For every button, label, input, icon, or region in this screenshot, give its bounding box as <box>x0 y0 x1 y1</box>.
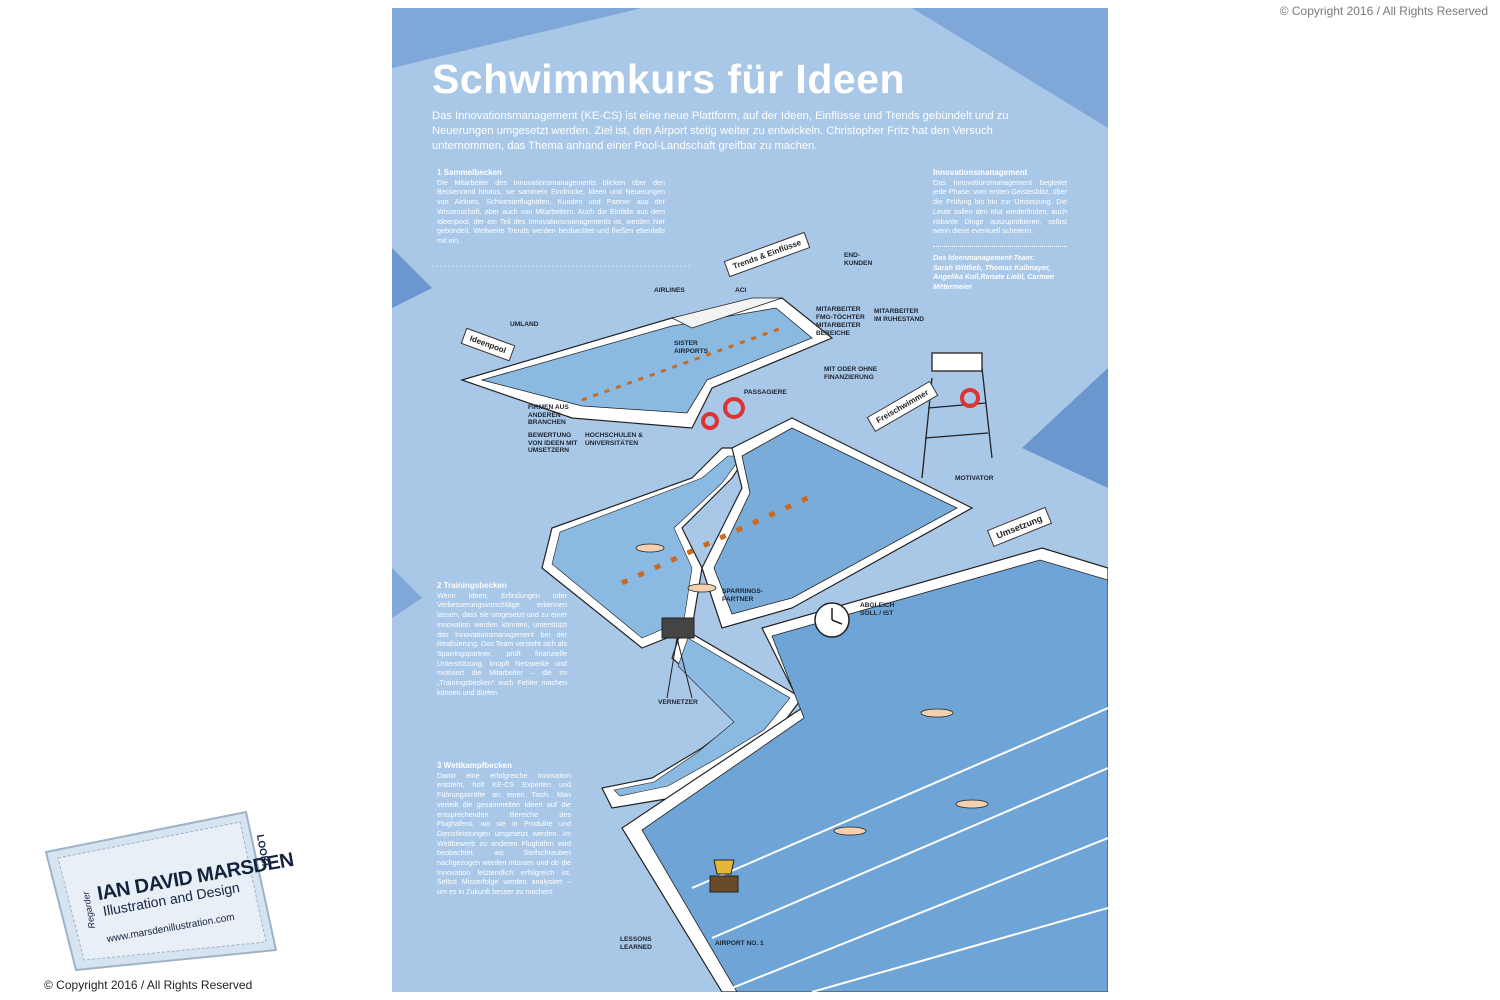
copyright-notice-bottom: © Copyright 2016 / All Rights Reserved <box>44 978 253 992</box>
label-abgleich: ABGLEICH SOLL / IST <box>860 602 895 617</box>
watermark-stamp <box>44 810 278 972</box>
label-lessons: LESSONS LEARNED <box>620 936 652 951</box>
life-ring-icon <box>701 412 719 430</box>
label-mitarbeiter-ruhestand: MITARBEITER IM RUHESTAND <box>874 308 925 323</box>
label-sparrings: SPARRINGS- PARTNER <box>722 588 763 603</box>
section-heading: 1 Sammelbecken <box>437 168 502 177</box>
clock-icon <box>814 602 850 638</box>
wettkampfbecken-pool <box>621 547 1108 992</box>
bg-shape-left-mid <box>392 248 432 308</box>
label-motivator: MOTIVATOR <box>955 475 994 482</box>
section-heading: 2 Trainingsbecken <box>437 581 507 590</box>
section-innovationsmanagement: Innovationsmanagement Das Innovationsman… <box>933 168 1067 292</box>
section-text: Damit eine erfolgreiche Innovation entst… <box>437 770 571 897</box>
life-ring-icon <box>723 397 745 419</box>
section-trainingsbecken: 2 Trainingsbecken Wenn Ideen, Erfindunge… <box>437 581 567 697</box>
label-umland: UMLAND <box>510 321 539 328</box>
life-ring-icon <box>960 388 980 408</box>
trainingsbecken-pool <box>620 417 974 629</box>
label-firmen: FIRMEN AUS ANDEREN BRANCHEN <box>528 404 569 427</box>
poster-intro: Das Innovationsmanagement (KE-CS) ist ei… <box>432 110 1009 152</box>
poster-title: Schwimmkurs für Ideen <box>432 56 906 102</box>
section-heading: 3 Wettkampfbecken <box>437 761 512 770</box>
section-text: Wenn Ideen, Erfindungen oder Verbesserun… <box>437 590 567 697</box>
section-heading: Innovationsmanagement <box>933 168 1028 177</box>
lifeguard-chair <box>921 352 993 479</box>
bg-shape-top-left <box>392 8 642 68</box>
label-bewertung: BEWERTUNG VON IDEEN MIT UMSETZERN <box>528 432 578 455</box>
team-names: Sarah Wittlieb, Thomas Kallmayer, Angeli… <box>933 262 1055 292</box>
copyright-notice-top: © Copyright 2016 / All Rights Reserved <box>1279 4 1488 18</box>
poster: Schwimmkurs für Ideen Das Innovationsman… <box>392 8 1108 992</box>
label-endkunden: END- KUNDEN <box>844 252 873 267</box>
trophy-icon <box>709 859 739 893</box>
section-sammelbecken: 1 Sammelbecken Die Mitarbeiter des Innov… <box>437 168 665 246</box>
section-text: Das Innovationsmanagement begleitet jede… <box>933 177 1067 236</box>
label-mit-oder-ohne: MIT ODER OHNE FINANZIERUNG <box>824 366 878 381</box>
team-title: Das Ideenmanagement-Team: <box>933 245 1067 263</box>
label-vernetzer: VERNETZER <box>658 699 698 706</box>
label-aci: ACI <box>735 287 747 294</box>
label-airport: AIRPORT NO. 1 <box>715 940 764 947</box>
section-text: Die Mitarbeiter des Innovationsmanagemen… <box>437 177 665 245</box>
swimmers <box>635 543 989 836</box>
bg-shape-right-mid <box>1022 368 1108 488</box>
label-airlines: AIRLINES <box>654 287 685 294</box>
sammelbecken-pool <box>460 297 834 429</box>
label-mitarbeiter-toechter: MITARBEITER FMG-TÖCHTER <box>816 306 865 321</box>
label-sister-airports: SISTER AIRPORTS <box>674 340 709 355</box>
poster-artwork <box>392 8 1108 992</box>
label-passagiere: PASSAGIERE <box>744 389 787 396</box>
bg-shape-top-right <box>912 8 1108 128</box>
label-hochschulen: HOCHSCHULEN & UNIVERSITÄTEN <box>585 432 643 447</box>
section-wettkampfbecken: 3 Wettkampfbecken Damit eine erfolgreich… <box>437 761 571 897</box>
label-mitarbeiter-bereiche: MITARBEITER BEREICHE <box>816 322 861 337</box>
camera-icon <box>661 617 695 699</box>
